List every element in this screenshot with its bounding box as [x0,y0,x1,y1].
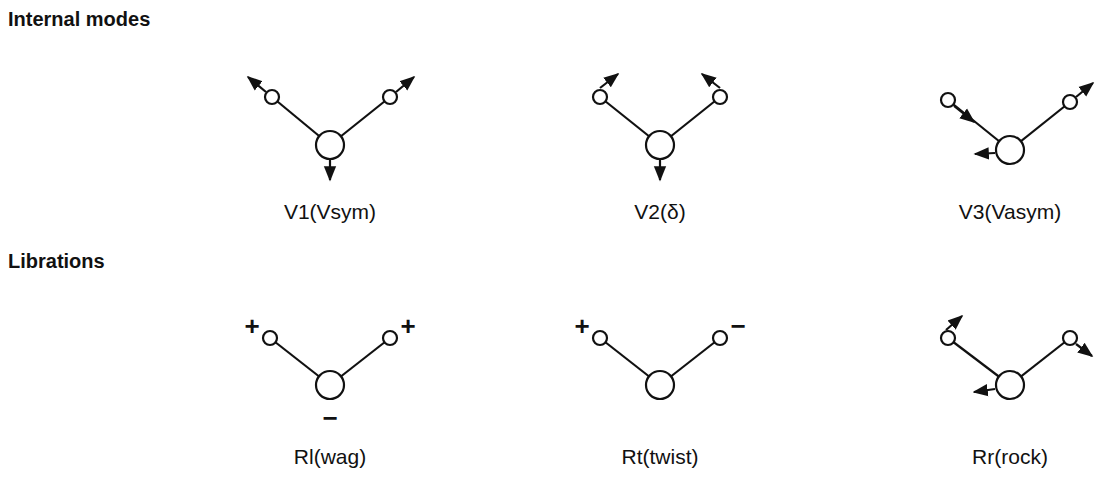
mode-label: V2(δ) [634,200,685,223]
mode-label: Rr(rock) [972,445,1048,468]
phase-sign: − [730,312,745,341]
phase-sign: + [244,312,259,341]
phase-sign: + [400,312,415,341]
phase-sign: − [322,404,337,433]
section-heading: Internal modes [8,8,150,30]
mode-label: V3(Vasym) [959,200,1061,223]
mode-label: V1(Vsym) [284,200,376,223]
mode-label: Rt(twist) [622,445,699,468]
section-heading: Librations [8,250,105,272]
phase-sign: + [574,312,589,341]
mode-label: Rl(wag) [294,445,366,468]
